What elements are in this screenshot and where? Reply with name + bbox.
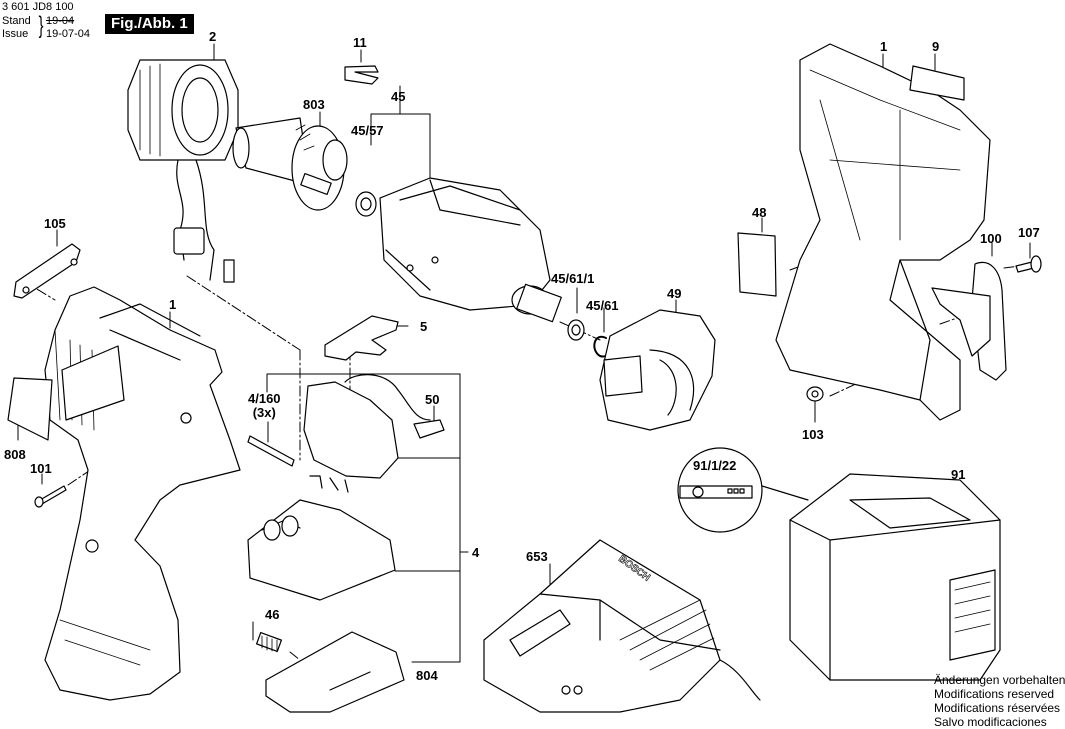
switch-assembly-drawing (248, 375, 444, 600)
gear-housing-drawing (380, 178, 561, 322)
part-label-808: 808 (4, 447, 26, 462)
part-label-11: 11 (353, 35, 367, 50)
housing-right-drawing (776, 44, 990, 420)
part-label-91: 91 (951, 467, 966, 482)
part-label-45: 45 (391, 89, 406, 104)
part-label-91-1-22: 91/1/22 (693, 458, 737, 473)
charger-drawing (484, 540, 760, 712)
battery-pack-drawing (790, 474, 1000, 680)
figure-label: Fig./Abb. 1 (105, 14, 194, 34)
clip-drawing (345, 66, 378, 84)
housing-left-drawing (45, 287, 240, 700)
part-label-48: 48 (752, 205, 767, 220)
part-label-103: 103 (802, 427, 824, 442)
battery-label-detail-drawing (678, 448, 808, 532)
screw-107-drawing (1016, 256, 1041, 272)
type-plate-drawing (738, 233, 776, 296)
front-cap-drawing (600, 310, 715, 430)
washer-small-drawing (568, 320, 584, 340)
part-label-45-57: 45/57 (351, 123, 384, 138)
note-fr: Modifications réservées (934, 701, 1061, 715)
part-label-49: 49 (667, 286, 682, 301)
part-label-1-right: 1 (880, 39, 888, 54)
part-label-4-160: 4/160(3x) (248, 391, 281, 420)
part-label-4: 4 (472, 545, 480, 560)
stator-drawing (128, 60, 238, 282)
stand-label: Stand (2, 15, 31, 27)
note-de: Änderungen vorbehalten (934, 673, 1065, 687)
label-drawing (910, 66, 964, 100)
pin-drawing (248, 436, 294, 466)
nut-drawing (807, 387, 823, 401)
part-label-100: 100 (980, 231, 1002, 246)
part-label-9: 9 (932, 39, 940, 54)
brace-glyph: } (38, 12, 44, 39)
old-date: 19-04 (46, 15, 75, 27)
part-label-5: 5 (420, 319, 428, 334)
belt-clip-drawing (932, 262, 1006, 380)
note-en: Modifications reserved (934, 687, 1055, 701)
spring-drawing (257, 633, 282, 652)
slider-drawing (325, 316, 398, 360)
note-es: Salvo modificaciones (934, 715, 1047, 729)
nameplate-drawing (8, 378, 52, 440)
armature-drawing (233, 118, 347, 210)
part-label-101: 101 (30, 461, 52, 476)
cover-plate-drawing (14, 244, 80, 298)
document-number: 3 601 JD8 100 (2, 1, 74, 13)
part-label-45-61: 45/61 (586, 298, 619, 313)
part-label-2: 2 (209, 29, 217, 44)
part-label-105: 105 (44, 216, 66, 231)
battery-latch-drawing (266, 632, 404, 712)
washer-drawing (356, 192, 376, 216)
part-label-45-61-1: 45/61/1 (551, 271, 595, 286)
part-label-107: 107 (1018, 225, 1040, 240)
new-date: 19-07-04 (46, 28, 91, 40)
part-label-653: 653 (526, 549, 548, 564)
issue-label: Issue (2, 28, 29, 40)
part-label-46: 46 (265, 607, 280, 622)
modification-notes: Änderungen vorbehalten Modifications res… (934, 673, 1065, 729)
part-label-1-left: 1 (169, 297, 177, 312)
part-label-50: 50 (425, 392, 440, 407)
screw-drawing (35, 486, 66, 507)
part-label-803: 803 (303, 97, 325, 112)
part-label-804: 804 (416, 668, 438, 683)
